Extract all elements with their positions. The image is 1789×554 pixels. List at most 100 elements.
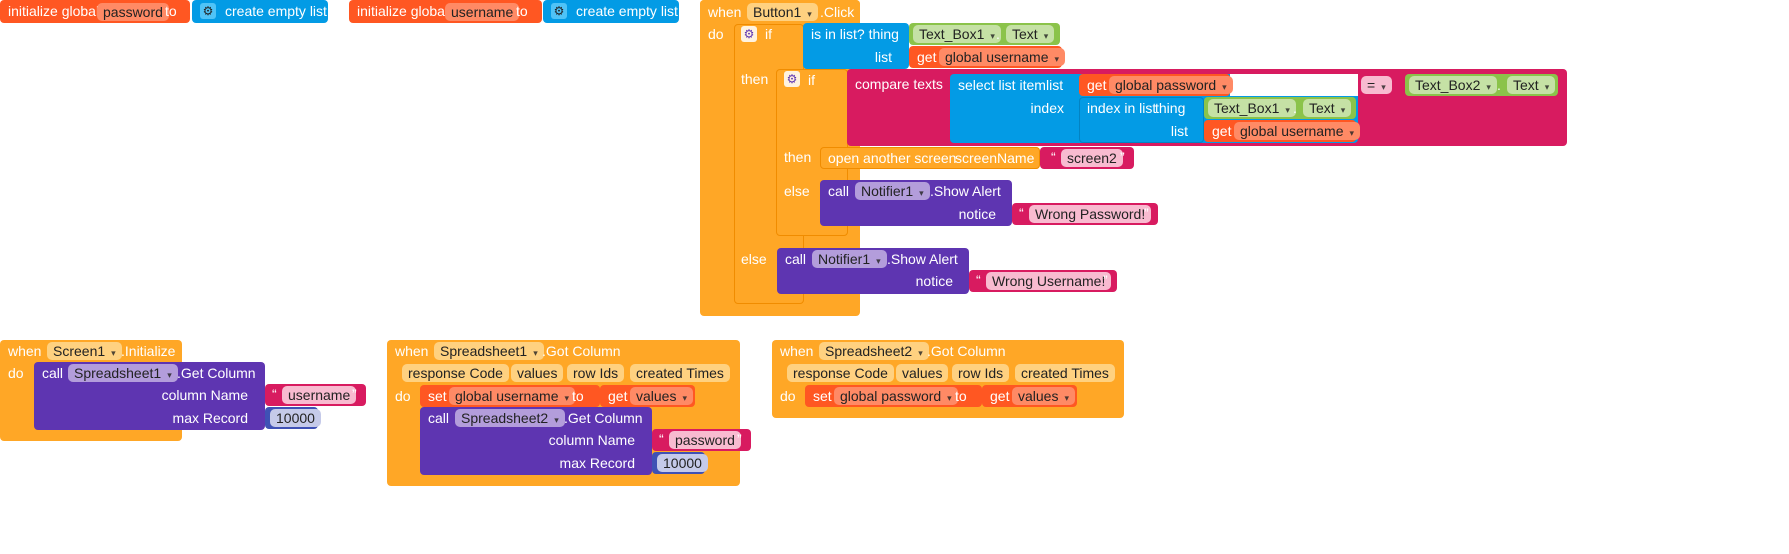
screen-name-label: screenName bbox=[955, 150, 1035, 166]
notice-label: notice bbox=[915, 273, 953, 289]
component-dropdown-spreadsheet2[interactable]: Spreadsheet2▾ bbox=[819, 342, 929, 360]
component-dropdown-button1[interactable]: Button1▾ bbox=[747, 3, 818, 21]
var-dropdown-global-username[interactable]: global username▾ bbox=[939, 48, 1066, 66]
event-name: .Initialize bbox=[121, 343, 176, 359]
property-dropdown-text[interactable]: Text▾ bbox=[1303, 99, 1352, 117]
param-row-ids[interactable]: row Ids bbox=[567, 364, 625, 382]
text-value-password[interactable]: password bbox=[669, 431, 741, 449]
call-label: call bbox=[42, 365, 64, 381]
create-empty-list-block[interactable] bbox=[543, 0, 679, 23]
to-label: to bbox=[955, 388, 967, 404]
component-dropdown-textbox1[interactable]: Text_Box1▾ bbox=[1208, 99, 1296, 117]
var-name-password-field[interactable]: password bbox=[97, 3, 169, 21]
create-empty-list-block[interactable] bbox=[192, 0, 328, 23]
is-in-list-block[interactable] bbox=[803, 23, 909, 69]
get-label: get bbox=[1087, 77, 1107, 93]
create-empty-list-label: create empty list bbox=[576, 3, 678, 19]
if-label: if bbox=[808, 72, 815, 88]
slot-gap bbox=[1230, 74, 1358, 96]
quote-open: “ bbox=[976, 272, 981, 288]
quote-close: ” bbox=[1103, 272, 1108, 288]
param-row-ids[interactable]: row Ids bbox=[952, 364, 1010, 382]
text-value-wrong-username[interactable]: Wrong Username! bbox=[986, 272, 1112, 290]
component-dropdown-spreadsheet1[interactable]: Spreadsheet1▾ bbox=[68, 364, 178, 382]
dot-label: . bbox=[1497, 77, 1501, 93]
list-label: list bbox=[1046, 77, 1064, 93]
param-created-times[interactable]: created Times bbox=[1015, 364, 1115, 382]
var-dropdown-values[interactable]: values▾ bbox=[1012, 387, 1075, 405]
property-dropdown-text[interactable]: Text▾ bbox=[1507, 76, 1556, 94]
else-label: else bbox=[741, 251, 767, 267]
event-name: .Click bbox=[820, 4, 855, 20]
when-label: when bbox=[395, 343, 429, 359]
gear-icon[interactable]: ⚙ bbox=[784, 71, 800, 87]
method-name: .Get Column bbox=[564, 410, 643, 426]
var-dropdown-global-username[interactable]: global username▾ bbox=[449, 387, 576, 405]
quote-open: “ bbox=[1051, 149, 1056, 165]
param-response-code[interactable]: response Code bbox=[402, 364, 509, 382]
component-dropdown-spreadsheet2[interactable]: Spreadsheet2▾ bbox=[455, 409, 565, 427]
quote-open: “ bbox=[1019, 205, 1024, 221]
component-dropdown-notifier1[interactable]: Notifier1▾ bbox=[812, 250, 887, 268]
component-dropdown-screen1[interactable]: Screen1▾ bbox=[47, 342, 122, 360]
property-dropdown-text[interactable]: Text▾ bbox=[1006, 25, 1055, 43]
get-label: get bbox=[990, 388, 1010, 404]
component-dropdown-textbox1[interactable]: Text_Box1▾ bbox=[913, 25, 1001, 43]
param-created-times[interactable]: created Times bbox=[630, 364, 730, 382]
quote-close: ” bbox=[737, 431, 742, 447]
var-dropdown-global-password[interactable]: global password▾ bbox=[834, 387, 958, 405]
var-dropdown-global-username[interactable]: global username▾ bbox=[1234, 122, 1361, 140]
if-label: if bbox=[765, 26, 772, 42]
component-dropdown-spreadsheet1[interactable]: Spreadsheet1▾ bbox=[434, 342, 544, 360]
text-value-wrong-password[interactable]: Wrong Password! bbox=[1029, 205, 1152, 223]
quote-close: ” bbox=[1144, 205, 1149, 221]
column-name-label: column Name bbox=[548, 432, 635, 448]
gear-icon[interactable]: ⚙ bbox=[551, 3, 567, 19]
dot-label: . bbox=[996, 26, 1000, 42]
select-list-item-label: select list item bbox=[958, 77, 1046, 93]
get-label: get bbox=[1212, 123, 1232, 139]
do-label: do bbox=[708, 26, 724, 42]
else-label: else bbox=[784, 183, 810, 199]
param-response-code[interactable]: response Code bbox=[787, 364, 894, 382]
text-value-screen2[interactable]: screen2 bbox=[1061, 149, 1123, 167]
list-label: list bbox=[874, 49, 892, 65]
quote-close: ” bbox=[1120, 149, 1125, 165]
list-label: list bbox=[1170, 123, 1188, 139]
param-values[interactable]: values bbox=[511, 364, 564, 382]
gear-icon[interactable]: ⚙ bbox=[741, 26, 757, 42]
event-name: .Got Column bbox=[542, 343, 621, 359]
number-value-10000[interactable]: 10000 bbox=[270, 409, 321, 427]
var-name-username-field[interactable]: username bbox=[445, 3, 520, 21]
max-record-label: max Record bbox=[559, 455, 635, 471]
var-dropdown-global-password[interactable]: global password▾ bbox=[1109, 76, 1233, 94]
when-label: when bbox=[8, 343, 42, 359]
component-dropdown-textbox2[interactable]: Text_Box2▾ bbox=[1409, 76, 1497, 94]
var-dropdown-values[interactable]: values▾ bbox=[630, 387, 693, 405]
notice-label: notice bbox=[958, 206, 996, 222]
to-label: to bbox=[516, 3, 528, 19]
index-in-list-block[interactable] bbox=[1079, 97, 1204, 143]
component-dropdown-notifier1[interactable]: Notifier1▾ bbox=[855, 182, 930, 200]
then-label: then bbox=[784, 149, 812, 165]
index-in-list-label: index in list bbox=[1087, 100, 1157, 116]
text-value-username[interactable]: username bbox=[282, 386, 357, 404]
compare-operator-dropdown[interactable]: =▾ bbox=[1361, 76, 1392, 94]
do-label: do bbox=[780, 388, 796, 404]
quote-close: ” bbox=[352, 386, 357, 402]
set-label: set bbox=[813, 388, 832, 404]
do-label: do bbox=[8, 365, 24, 381]
get-label: get bbox=[608, 388, 628, 404]
number-value-10000[interactable]: 10000 bbox=[657, 454, 708, 472]
dot-label: . bbox=[1293, 100, 1297, 116]
open-another-screen-block[interactable] bbox=[820, 147, 1040, 169]
to-label: to bbox=[572, 388, 584, 404]
gear-icon[interactable]: ⚙ bbox=[200, 3, 216, 19]
open-screen-label: open another screen bbox=[828, 150, 957, 166]
method-name: .Show Alert bbox=[887, 251, 958, 267]
set-label: set bbox=[428, 388, 447, 404]
call-label: call bbox=[428, 410, 450, 426]
is-in-list-label: is in list? thing bbox=[811, 26, 899, 42]
param-values[interactable]: values bbox=[896, 364, 949, 382]
method-name: .Get Column bbox=[177, 365, 256, 381]
